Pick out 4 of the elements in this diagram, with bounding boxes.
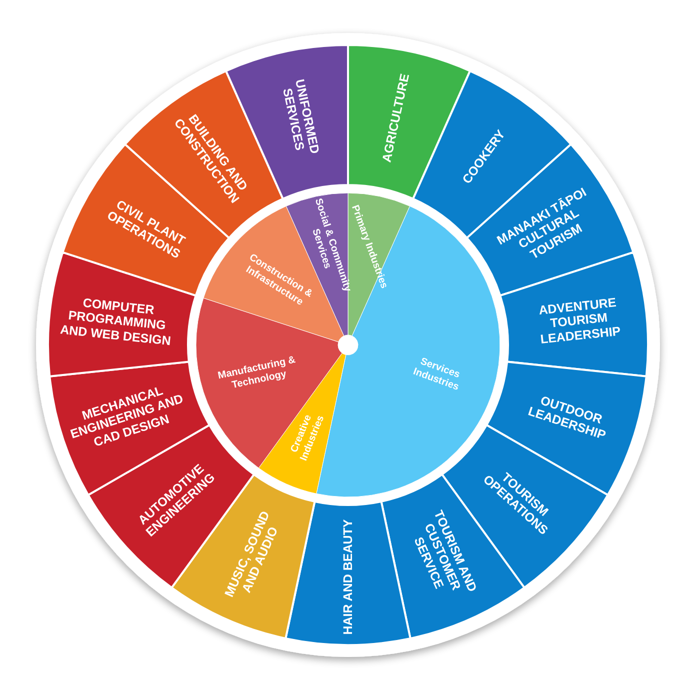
- segment-label: COMPUTER PROGRAMMING AND WEB DESIGN: [58, 294, 173, 348]
- wheel-segment: [284, 500, 412, 646]
- segment-label: HAIR AND BEAUTY: [340, 518, 356, 636]
- segment-label: ADVENTURE TOURISM LEADERSHIP: [536, 294, 622, 348]
